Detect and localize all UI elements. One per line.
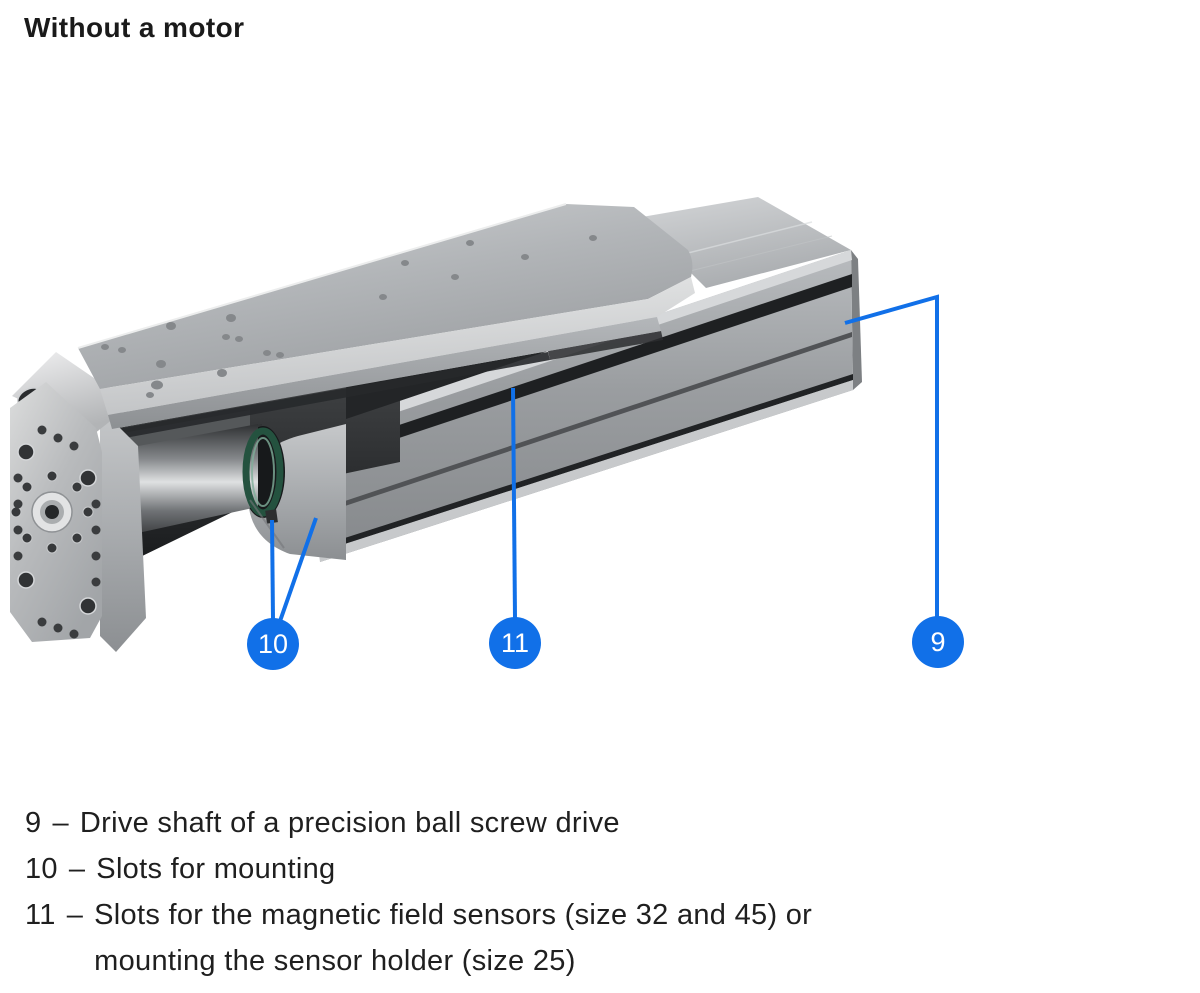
callout-11-number: 11 — [501, 628, 529, 658]
legend-separator: – — [52, 807, 69, 839]
legend-line2: mounting the sensor holder (size 25) — [94, 945, 576, 977]
green-seal-ring — [242, 427, 284, 517]
legend-line1: Drive shaft of a precision ball screw dr… — [79, 807, 620, 839]
perimeter-holes — [13, 425, 101, 639]
under-table-shadow — [112, 331, 663, 440]
callout-10-line-a — [270, 519, 275, 621]
callout-lines — [270, 294, 939, 625]
legend-text: Drive shaft of a precision ball screw dr… — [80, 800, 1125, 846]
legend-separator: – — [66, 899, 84, 931]
legend-item-10: 10 – Slots for mounting — [25, 846, 1125, 892]
legend-text: Slots for the magnetic field sensors (si… — [94, 892, 1125, 984]
legend-separator: – — [68, 853, 86, 885]
legend-number: 9 — [25, 807, 42, 839]
legend-item-9: 9 – Drive shaft of a precision ball scre… — [25, 800, 1125, 846]
legend-number: 10 — [25, 853, 58, 885]
page-title: Without a motor — [24, 12, 245, 43]
legend: 9 – Drive shaft of a precision ball scre… — [25, 800, 1125, 984]
callout-9-line — [844, 294, 939, 618]
left-end-block — [10, 352, 146, 652]
callout-badge-11: 11 — [489, 617, 541, 669]
center-bore — [31, 491, 73, 533]
callout-11-line — [511, 387, 517, 619]
legend-text: Slots for mounting — [96, 846, 1125, 892]
block-top-chamfer — [12, 352, 132, 434]
callout-10-number: 10 — [258, 629, 288, 659]
callout-9-number: 9 — [930, 627, 945, 657]
callout-10-line-b — [277, 517, 318, 625]
bolt-circle-holes — [10, 470, 94, 554]
table-holes — [101, 235, 597, 398]
callout-badge-9: 9 — [912, 616, 964, 668]
slide-table-bevel — [100, 277, 695, 415]
slide-table — [77, 203, 695, 429]
corner-holes — [17, 443, 97, 615]
callout-badge-10: 10 — [247, 618, 299, 670]
legend-item-11: 11 – Slots for the magnetic field sensor… — [25, 892, 1125, 984]
mounting-slot — [320, 374, 853, 552]
legend-line1: Slots for mounting — [96, 853, 336, 885]
slide-table-front-face — [108, 317, 661, 429]
housing-sensor-screw — [265, 509, 278, 524]
sensor-slot — [336, 274, 852, 459]
legend-number: 11 — [25, 899, 56, 931]
legend-line1: Slots for the magnetic field sensors (si… — [94, 899, 813, 931]
block-side-face — [100, 408, 146, 652]
